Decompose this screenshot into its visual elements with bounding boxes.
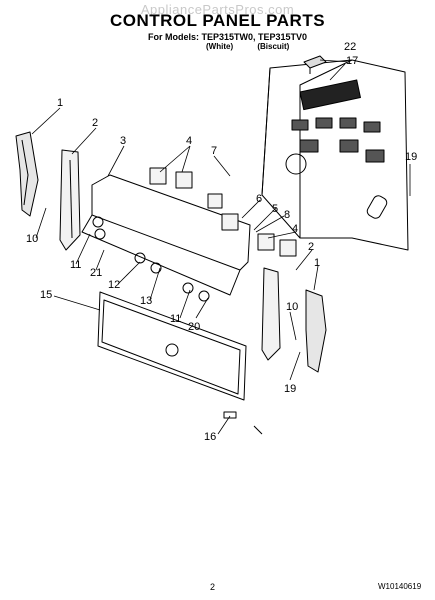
bracket-left xyxy=(59,149,81,251)
callout-10-left: 10 xyxy=(26,233,38,245)
watermark-text: AppliancePartsPros.com xyxy=(140,2,295,17)
callout-17: 17 xyxy=(346,55,358,67)
callout-20: 20 xyxy=(188,321,200,333)
end-cap-right xyxy=(305,289,327,373)
bracket-right xyxy=(261,267,281,361)
page-number: 2 xyxy=(210,582,216,592)
page-title: CONTROL PANEL PARTS xyxy=(109,11,326,30)
callout-1-left: 1 xyxy=(57,97,63,109)
callout-11-right: 11 xyxy=(170,313,181,325)
callout-16: 16 xyxy=(204,431,216,443)
callout-19-top: 19 xyxy=(405,151,417,163)
callout-4-right: 4 xyxy=(292,223,298,235)
color-variants: (White) (Biscuit) xyxy=(206,42,326,51)
callout-5: 5 xyxy=(272,203,278,215)
callout-7: 7 xyxy=(211,145,217,157)
callout-19-bottom: 19 xyxy=(284,383,296,395)
screws-part-16 xyxy=(223,411,263,435)
callout-8: 8 xyxy=(284,209,290,221)
variant-white: (White) xyxy=(206,42,234,51)
front-glass-panel xyxy=(97,291,247,401)
callout-10-right: 10 xyxy=(286,301,298,313)
callout-15: 15 xyxy=(40,289,52,301)
end-cap-left xyxy=(15,131,39,217)
callout-3: 3 xyxy=(120,135,126,147)
control-panel-part xyxy=(81,174,251,302)
back-panel-part xyxy=(261,59,409,251)
callout-21: 21 xyxy=(90,267,102,279)
document-number: W10140619 xyxy=(378,582,422,591)
callout-1-right: 1 xyxy=(314,257,320,269)
callout-13: 13 xyxy=(140,295,152,307)
callout-6: 6 xyxy=(256,193,262,205)
callout-labels: 1 2 3 4 6 7 5 8 4 2 1 22 17 19 10 11 21 … xyxy=(26,41,417,443)
clip-part-22 xyxy=(303,55,327,74)
callout-4-top: 4 xyxy=(186,135,192,147)
models-line: For Models: TEP315TW0, TEP315TV0 xyxy=(148,32,308,42)
callout-22: 22 xyxy=(344,41,356,53)
callout-2-left: 2 xyxy=(92,117,98,129)
leader-lines xyxy=(31,59,411,435)
callout-12: 12 xyxy=(108,279,120,291)
switches-part xyxy=(149,167,297,257)
variant-biscuit: (Biscuit) xyxy=(257,42,290,51)
callout-11-left: 11 xyxy=(70,259,81,271)
callout-2-right: 2 xyxy=(308,241,314,253)
